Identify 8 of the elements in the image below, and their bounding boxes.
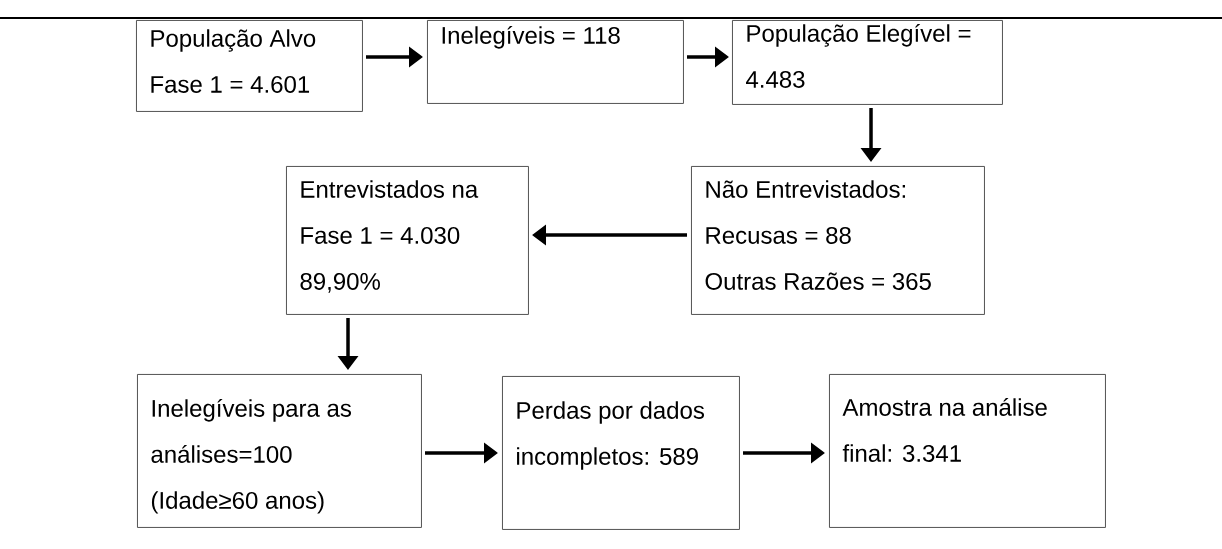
process-box: Inelegíveis para as análises=100 (Idade≥60 anos) [137,374,422,528]
process-box: Perdas por dados incompletos: 589 [502,376,740,530]
process-box: População Alvo Fase 1 = 4.601 [136,20,363,112]
process-box: População Elegível = 4.483 [732,20,1003,105]
process-box: Amostra na análise final: 3.341 [829,374,1106,528]
process-box: Inelegíveis = 118 [427,20,684,104]
process-box: Não Entrevistados: Recusas = 88 Outras Razões = 365 [691,166,985,315]
process-box: Entrevistados na Fase 1 = 4.030 89,90% [286,166,529,315]
